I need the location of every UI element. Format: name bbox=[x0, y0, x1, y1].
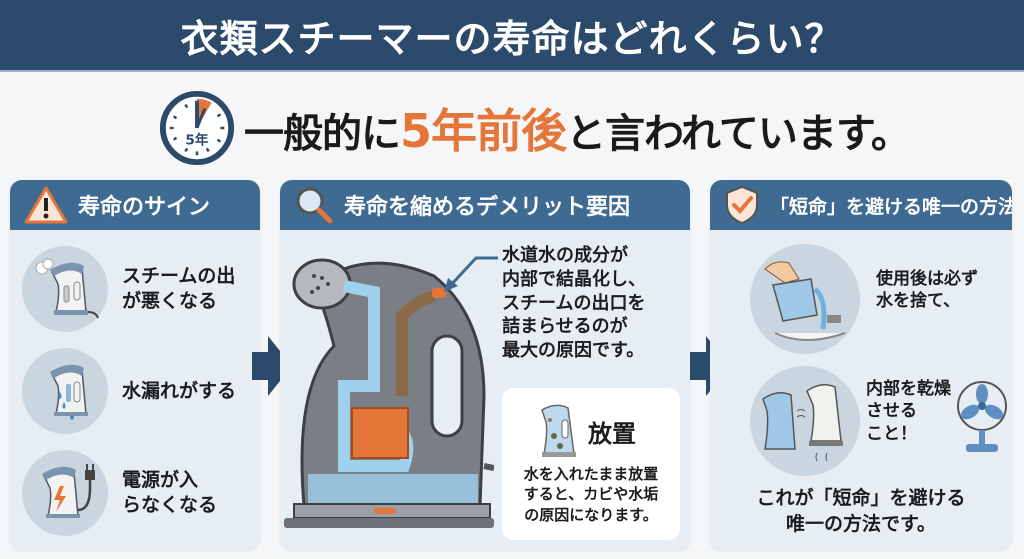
neglect-card: 放置 水を入れたまま放置 すると、カビや水垢 の原因になります。 bbox=[502, 388, 680, 540]
headline-prefix: 一般的に bbox=[244, 111, 401, 157]
headline-highlight: 5年前後 bbox=[400, 104, 567, 158]
headline-suffix: と言われています。 bbox=[566, 111, 911, 157]
sign-item-power-failure: 電源が入 らなくなる bbox=[22, 450, 217, 536]
svg-text:5年: 5年 bbox=[185, 132, 208, 149]
sign-item-water-leak: 水漏れがする bbox=[22, 348, 236, 434]
warning-icon bbox=[24, 186, 68, 224]
pointer-arrow-icon bbox=[444, 256, 498, 292]
sign-item-weak-steam: スチームの出 が悪くなる bbox=[22, 246, 235, 332]
panel-header: 寿命を縮めるデメリット要因 bbox=[280, 180, 690, 230]
fan-icon bbox=[957, 381, 1007, 452]
dry-steamer-icon bbox=[750, 366, 860, 476]
title-bar: 衣類スチーマーの寿命はどれくらい？ bbox=[0, 0, 1024, 72]
page-title: 衣類スチーマーの寿命はどれくらい？ bbox=[180, 16, 844, 61]
panel-lifespan-signs: 寿命のサイン スチームの出 が悪くなる bbox=[10, 180, 260, 550]
panel-prevention-method: 「短命」を避ける唯一の方法 使用後は必ず 水を捨て、 bbox=[710, 180, 1012, 550]
neglect-description: 水を入れたまま放置 すると、カビや水垢 の原因になります。 bbox=[523, 465, 659, 524]
power-failure-icon bbox=[22, 450, 108, 536]
step-dry-interior bbox=[750, 366, 860, 476]
headline-text: 一般的に5年前後と言われています。 bbox=[244, 95, 911, 161]
steamer-cross-section-illustration bbox=[284, 258, 494, 528]
shield-check-icon bbox=[726, 185, 758, 225]
step-empty-water-text: 使用後は必ず 水を捨て、 bbox=[876, 269, 978, 312]
panel-lifespan-causes: 寿命を縮めるデメリット要因 水道水の成分が 内部で結晶化し、 スチームの出口を … bbox=[280, 180, 690, 550]
panel-header: 寿命のサイン bbox=[10, 180, 260, 230]
headline: 5年 一般的に5年前後と言われています。 bbox=[158, 88, 911, 168]
water-leak-icon bbox=[22, 348, 108, 434]
pour-water-icon bbox=[750, 244, 860, 354]
step-dry-interior-text: 内部を乾燥 させる こと！ bbox=[866, 379, 951, 444]
cause-description: 水道水の成分が 内部で結晶化し、 スチームの出口を 詰まらせるのが 最大の原因で… bbox=[502, 245, 646, 361]
arrow-right-icon bbox=[252, 336, 292, 396]
moldy-steamer-icon bbox=[541, 404, 576, 457]
weak-steam-icon bbox=[22, 246, 108, 332]
panel-header: 「短命」を避ける唯一の方法 bbox=[710, 180, 1012, 230]
magnifier-icon bbox=[296, 187, 333, 224]
step-empty-water bbox=[750, 244, 860, 354]
conclusion-text: これが「短命」を避ける 唯一の方法です。 bbox=[756, 487, 966, 536]
clock-icon: 5年 bbox=[159, 90, 235, 166]
